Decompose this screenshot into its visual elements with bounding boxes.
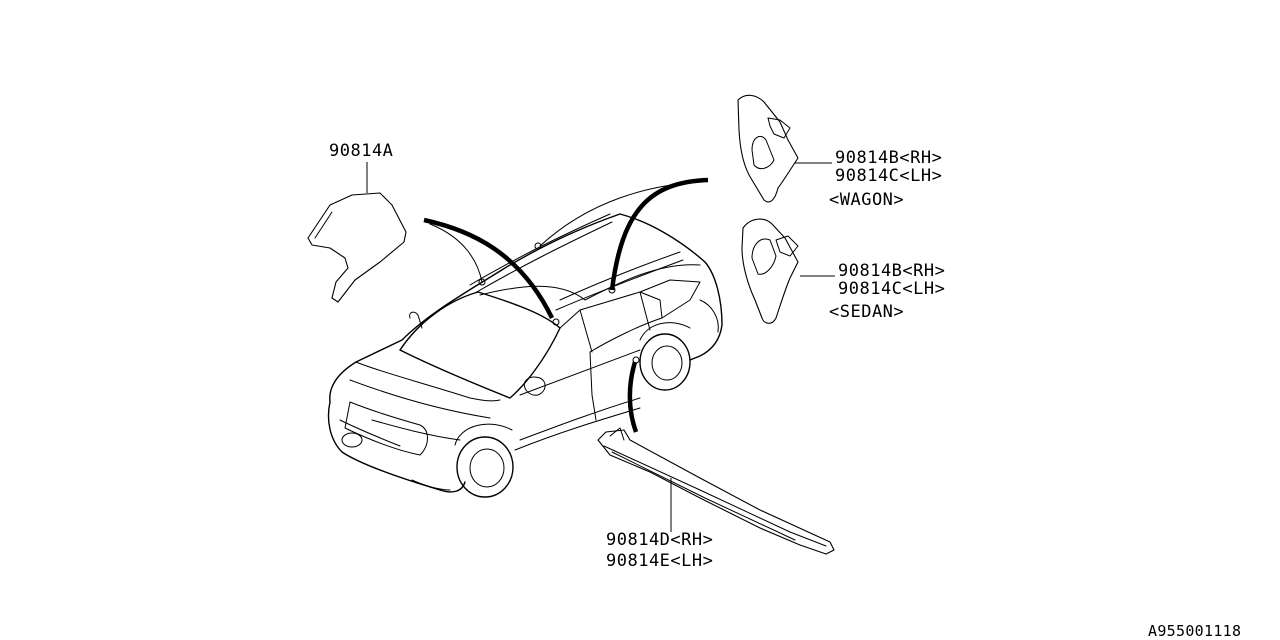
part-90814bc-wagon[interactable] (737, 94, 799, 203)
label-90814d: 90814D<RH> (606, 530, 713, 550)
label-90814c-sedan: 90814C<LH> (838, 279, 945, 299)
label-90814e: 90814E<LH> (606, 551, 713, 571)
label-90814c-wagon: 90814C<LH> (835, 166, 942, 186)
roof-rail-pointers (423, 177, 709, 433)
part-90814bc-sedan[interactable] (741, 218, 799, 324)
label-90814a: 90814A (329, 141, 393, 161)
label-90814b-sedan: 90814B<RH> (838, 261, 945, 281)
vehicle-illustration (327, 213, 723, 498)
part-90814de[interactable] (597, 427, 835, 555)
label-wagon-variant: <WAGON> (829, 190, 904, 210)
diagram-id: A955001118 (1148, 622, 1241, 640)
label-90814b-wagon: 90814B<RH> (835, 148, 942, 168)
part-90814a[interactable] (307, 192, 407, 303)
label-sedan-variant: <SEDAN> (829, 302, 904, 322)
